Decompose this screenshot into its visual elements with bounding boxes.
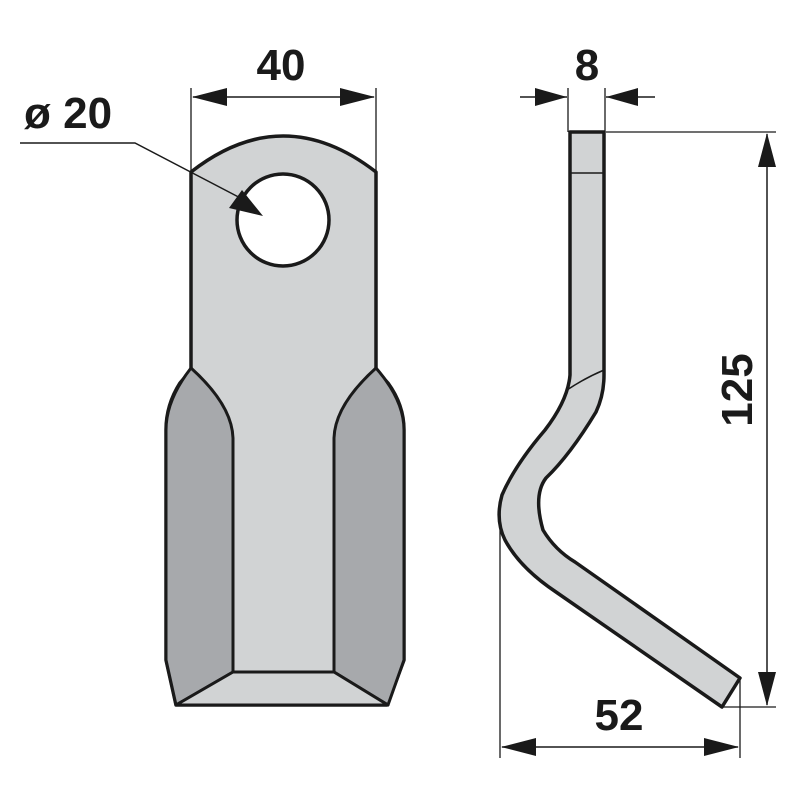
right-bevel bbox=[332, 366, 406, 707]
offset-label: 52 bbox=[595, 691, 644, 740]
width-label: 40 bbox=[257, 41, 306, 90]
blade-profile bbox=[497, 130, 742, 709]
left-bevel bbox=[164, 366, 235, 707]
height-label: 125 bbox=[713, 353, 762, 426]
arrow-right-icon bbox=[704, 738, 739, 756]
arrow-up-icon bbox=[758, 133, 776, 167]
arrow-down-icon bbox=[758, 672, 776, 706]
side-view: 8 125 52 bbox=[497, 41, 776, 758]
hole-leader-arrow-icon bbox=[229, 190, 263, 216]
arrow-right-icon bbox=[535, 88, 567, 106]
front-view: 40 ø 20 bbox=[20, 41, 406, 707]
arrow-left-icon bbox=[501, 738, 536, 756]
hole-leader-line bbox=[20, 142, 251, 204]
arrow-left-icon bbox=[606, 88, 638, 106]
thickness-label: 8 bbox=[575, 41, 599, 90]
arrow-right-icon bbox=[340, 88, 375, 106]
bottom-bevel bbox=[174, 670, 390, 707]
mounting-hole bbox=[235, 172, 331, 268]
arrow-left-icon bbox=[192, 88, 227, 106]
hole-diameter-label: ø 20 bbox=[24, 89, 112, 138]
bend-line bbox=[566, 369, 605, 391]
